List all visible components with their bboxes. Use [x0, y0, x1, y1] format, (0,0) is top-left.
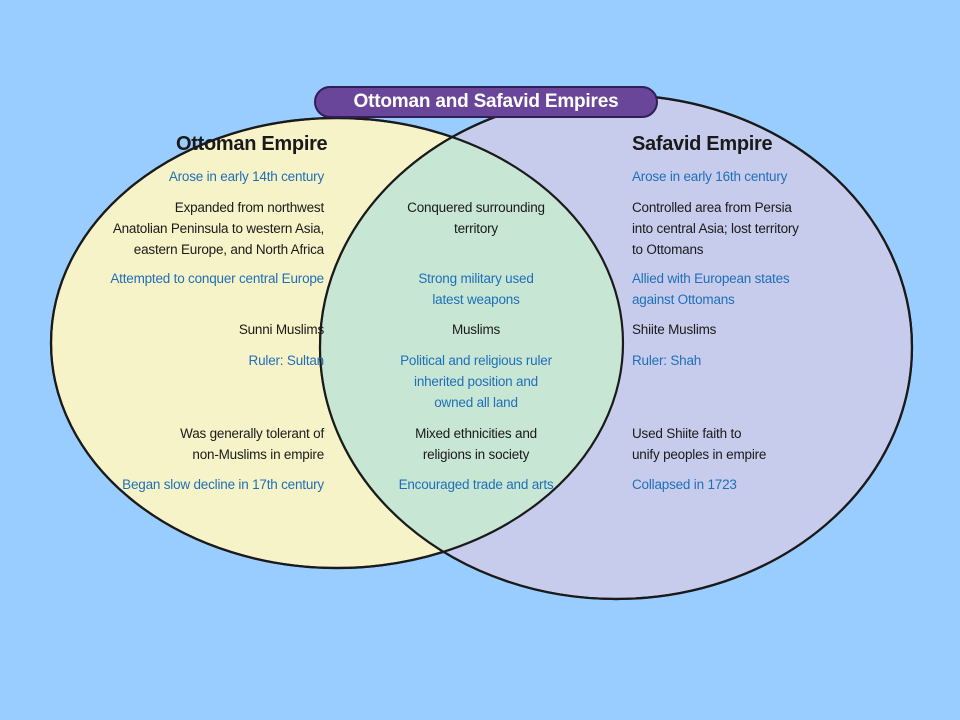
safavid-item-faith: Used Shiite faith to unify peoples in em…: [632, 426, 767, 462]
safavid-item-allied: Allied with European states against Otto…: [632, 271, 790, 307]
diagram-title: Ottoman and Safavid Empires: [314, 86, 658, 118]
ottoman-heading: Ottoman Empire: [176, 133, 328, 155]
both-item-trade: Encouraged trade and arts: [398, 477, 554, 492]
both-item-ruler: Political and religious ruler inherited …: [400, 353, 552, 410]
safavid-item-religion: Shiite Muslims: [632, 322, 717, 337]
overlap-region: [320, 118, 623, 568]
safavid-heading: Safavid Empire: [632, 133, 773, 155]
ottoman-item-arose: Arose in early 14th century: [168, 169, 324, 184]
both-item-conquered: Conquered surrounding territory: [407, 200, 545, 236]
both-item-military: Strong military used latest weapons: [418, 271, 534, 307]
safavid-item-controlled: Controlled area from Persia into central…: [632, 200, 799, 257]
ottoman-item-ruler: Ruler: Sultan: [248, 353, 325, 368]
ottoman-item-religion: Sunni Muslims: [238, 322, 324, 337]
ottoman-item-europe: Attempted to conquer central Europe: [110, 271, 324, 286]
both-item-religion: Muslims: [451, 322, 501, 337]
ottoman-item-tolerance: Was generally tolerant of non-Muslims in…: [180, 426, 324, 462]
ottoman-item-decline: Began slow decline in 17th century: [122, 477, 324, 492]
safavid-item-collapse: Collapsed in 1723: [632, 477, 737, 492]
ottoman-outline: [49, 116, 625, 570]
ottoman-item-expanded: Expanded from northwest Anatolian Penins…: [112, 200, 324, 257]
safavid-item-ruler: Ruler: Shah: [632, 353, 702, 368]
safavid-item-arose: Arose in early 16th century: [632, 169, 788, 184]
both-item-society: Mixed ethnicities and religions in socie…: [415, 426, 537, 462]
